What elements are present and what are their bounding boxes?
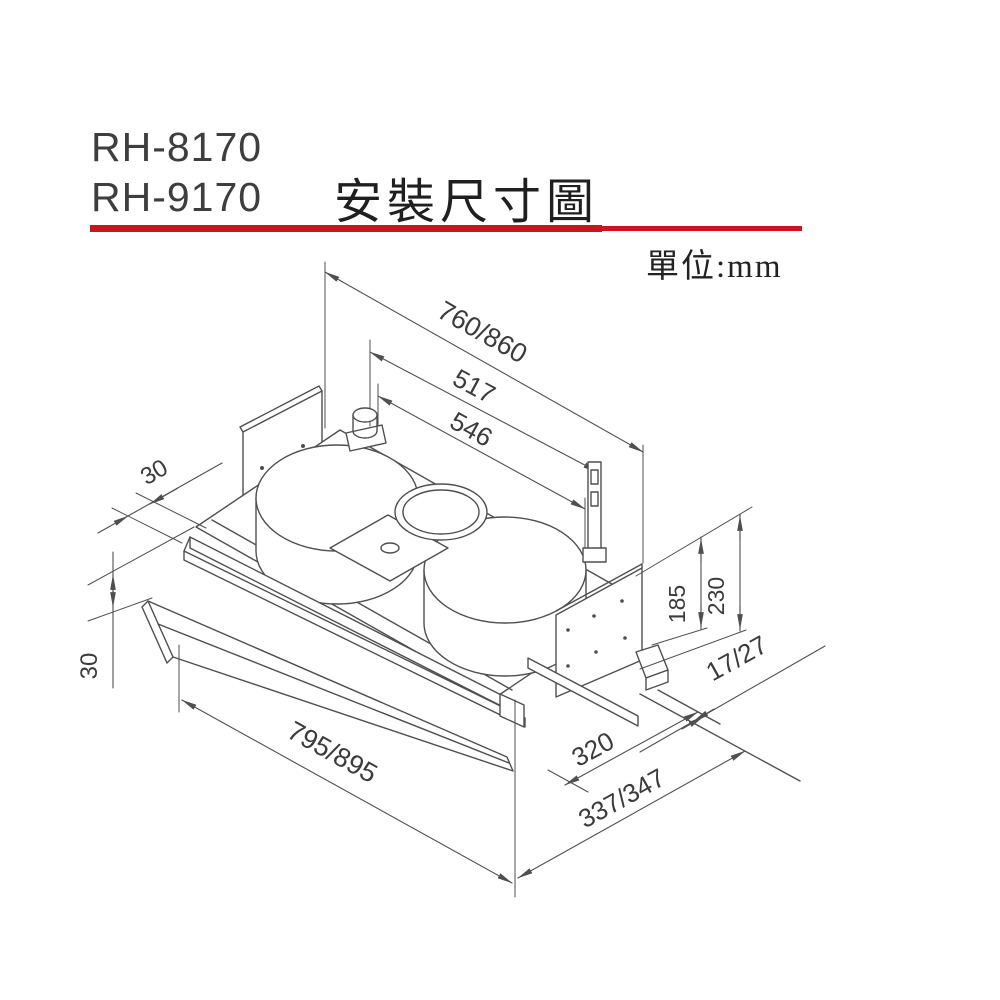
dim-label-left-step: 30 — [136, 454, 173, 491]
dimension-overall-depth: 337/347 — [517, 750, 746, 879]
dim-label-rear-height-overall: 230 — [703, 577, 729, 615]
title-underline-thin — [602, 226, 802, 231]
unit-label: 單位:mm — [646, 249, 783, 285]
model-number-1: RH-8170 — [91, 124, 263, 170]
hood-body-drawing — [141, 385, 801, 782]
title-underline-thick — [90, 225, 602, 232]
dimension-front-panel-drop: 30 — [76, 526, 195, 689]
dim-label-rear-height-inner: 185 — [664, 585, 690, 623]
page-title: 安裝尺寸圖 — [334, 176, 600, 229]
dim-label-front-panel-drop: 30 — [76, 653, 103, 680]
model-number-2: RH-9170 — [91, 174, 263, 220]
dim-label-mount-span-outer: 546 — [445, 405, 497, 452]
dim-label-body-depth: 320 — [566, 726, 618, 773]
dimension-rear-height-inner: 185 — [664, 536, 704, 630]
dim-label-overall-width: 795/895 — [282, 715, 382, 789]
dim-label-top-rail-width: 760/860 — [433, 295, 533, 369]
dim-label-wall-clearance: 17/27 — [701, 629, 772, 687]
dimension-wall-clearance: 17/27 — [639, 629, 826, 753]
dim-label-mount-span-inner: 517 — [448, 363, 500, 410]
dimension-rear-height-overall: 230 — [703, 513, 743, 632]
